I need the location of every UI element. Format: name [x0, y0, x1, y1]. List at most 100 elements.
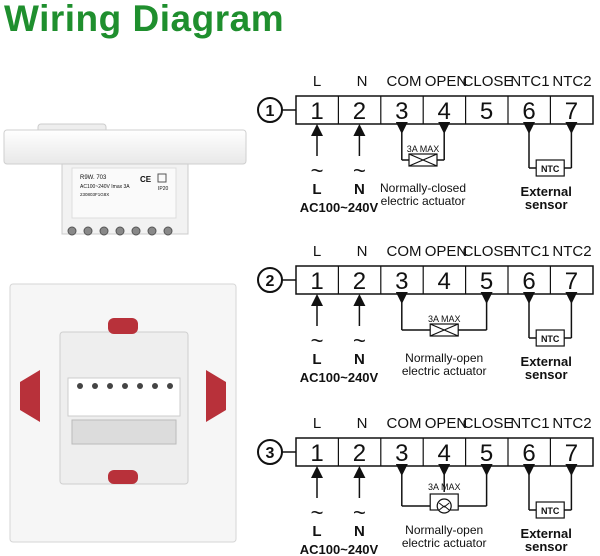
terminal-number-4: 4: [438, 268, 451, 295]
line-letter: L: [312, 181, 321, 198]
terminal-number-3: 3: [395, 98, 408, 125]
terminal-number-3: 3: [395, 268, 408, 295]
ntc-label: NTC: [541, 164, 560, 174]
ce-mark: CE: [140, 175, 152, 184]
line-letter: L: [312, 523, 321, 540]
terminal-header-ntc1: NTC1: [510, 73, 549, 90]
device-side-view-image: R9W. 703 AC100~240V Imax 3A 230803F1G8X …: [3, 123, 247, 236]
max-current-label: 3A MAX: [428, 314, 461, 324]
max-current-label: 3A MAX: [407, 144, 440, 154]
terminal-header-l: L: [313, 73, 321, 90]
ntc-sensor-icon: [535, 501, 565, 519]
terminal-block: [295, 437, 594, 467]
ac-symbol: ~: [353, 500, 366, 525]
power-label: AC100~240V: [300, 542, 379, 556]
sensor-label: External: [521, 184, 572, 199]
terminal-number-1: 1: [310, 98, 323, 125]
ntc-label: NTC: [541, 506, 560, 516]
terminal-number-6: 6: [522, 268, 535, 295]
terminal-number-5: 5: [480, 440, 493, 467]
max-current-label: 3A MAX: [428, 482, 461, 492]
terminal-number-1: 1: [310, 268, 323, 295]
terminal-header-open: OPEN: [425, 415, 468, 432]
terminal-number-6: 6: [522, 98, 535, 125]
terminal-number-2: 2: [353, 440, 366, 467]
actuator-type-label: electric actuator: [402, 536, 487, 550]
terminal-number-1: 1: [310, 440, 323, 467]
terminal-header-close: CLOSE: [463, 73, 514, 90]
line-letter: L: [312, 351, 321, 368]
terminal-header-ntc2: NTC2: [552, 243, 591, 260]
sensor-label: sensor: [525, 197, 568, 212]
terminal-header-com: COM: [387, 415, 422, 432]
ac-symbol: ~: [311, 500, 324, 525]
back-terminal-screws: [77, 383, 173, 389]
terminal-number-7: 7: [565, 98, 578, 125]
terminal-header-ntc2: NTC2: [552, 415, 591, 432]
actuator-type-label: Normally-closed: [380, 181, 466, 195]
terminal-header-close: CLOSE: [463, 243, 514, 260]
terminal-header-ntc1: NTC1: [510, 243, 549, 260]
sensor-label: sensor: [525, 539, 568, 554]
terminal-header-ntc1: NTC1: [510, 415, 549, 432]
ac-symbol: ~: [311, 158, 324, 183]
neutral-letter: N: [354, 351, 365, 368]
terminal-header-l: L: [313, 243, 321, 260]
terminal-number-6: 6: [522, 440, 535, 467]
terminal-header-ntc2: NTC2: [552, 73, 591, 90]
terminal-header-n: N: [357, 243, 368, 260]
page-title: Wiring Diagram: [4, 0, 285, 39]
terminal-number-7: 7: [565, 268, 578, 295]
device-model-text: R9W. 703: [80, 175, 107, 181]
terminal-number-2: 2: [353, 98, 366, 125]
actuator-type-label: electric actuator: [402, 364, 487, 378]
actuator-type-label: Normally-open: [405, 351, 483, 365]
ac-symbol: ~: [311, 328, 324, 353]
terminal-block: [295, 265, 594, 295]
motor-icon-symbol: [438, 502, 450, 511]
sensor-label: External: [521, 526, 572, 541]
device-code-text: 230803F1G8X: [80, 192, 109, 197]
ac-symbol: ~: [353, 158, 366, 183]
terminal-header-com: COM: [387, 73, 422, 90]
neutral-letter: N: [354, 181, 365, 198]
terminal-number-5: 5: [480, 98, 493, 125]
terminal-block: [295, 95, 594, 125]
sensor-label: sensor: [525, 367, 568, 382]
neutral-letter: N: [354, 523, 365, 540]
diagram-number: 3: [266, 445, 275, 462]
ntc-sensor-icon: [535, 159, 565, 177]
actuator-type-label: electric actuator: [381, 194, 466, 208]
terminal-header-n: N: [357, 73, 368, 90]
terminal-number-2: 2: [353, 268, 366, 295]
actuator-icon-cross: [408, 153, 438, 167]
actuator-icon-cross: [429, 323, 459, 337]
ac-symbol: ~: [353, 328, 366, 353]
ip-rating-text: IP20: [158, 186, 169, 192]
double-insulation-icon: [157, 173, 167, 183]
actuator-type-label: Normally-open: [405, 523, 483, 537]
terminal-header-close: CLOSE: [463, 415, 514, 432]
device-back-view-image: [9, 283, 237, 543]
device-rating-text: AC100~240V Imax 3A: [80, 184, 130, 190]
terminal-header-open: OPEN: [425, 243, 468, 260]
terminal-header-n: N: [357, 415, 368, 432]
terminal-number-3: 3: [395, 440, 408, 467]
terminal-header-l: L: [313, 415, 321, 432]
ntc-label: NTC: [541, 334, 560, 344]
diagram-number: 2: [266, 273, 275, 290]
terminal-number-4: 4: [438, 440, 451, 467]
ntc-sensor-icon: [535, 329, 565, 347]
terminal-number-5: 5: [480, 268, 493, 295]
terminal-header-com: COM: [387, 243, 422, 260]
terminal-header-open: OPEN: [425, 73, 468, 90]
diagram-number: 1: [266, 103, 275, 120]
terminal-number-7: 7: [565, 440, 578, 467]
power-label: AC100~240V: [300, 200, 379, 215]
power-label: AC100~240V: [300, 370, 379, 385]
sensor-label: External: [521, 354, 572, 369]
